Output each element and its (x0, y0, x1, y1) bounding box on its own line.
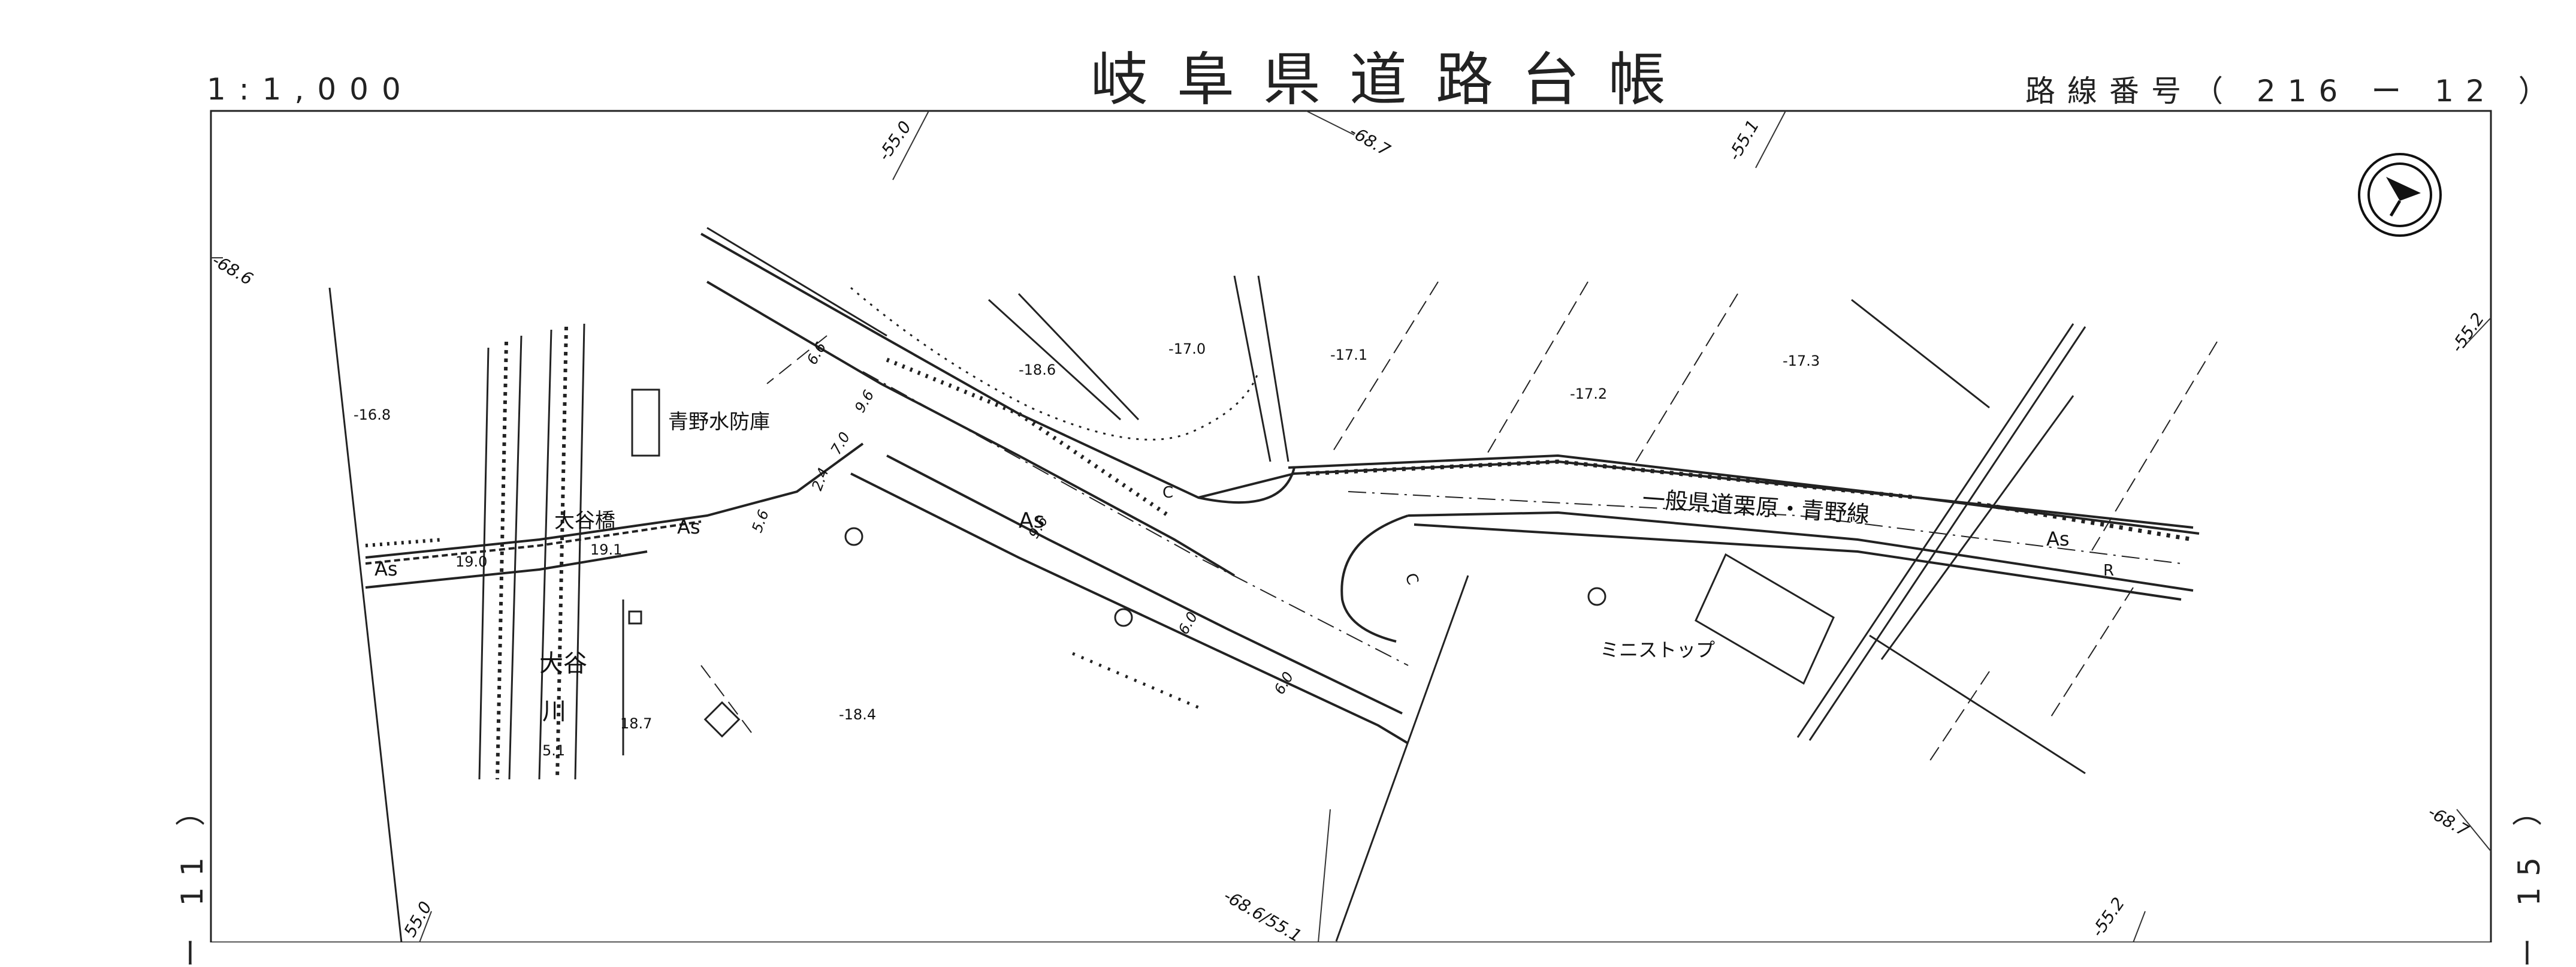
fence-line-east-2 (1977, 501, 2194, 542)
label-as-4: As (2046, 528, 2070, 550)
lot-line-5 (1335, 575, 1469, 942)
elevation-10: 19.1 (590, 541, 622, 558)
label-as-3: As (1019, 508, 1044, 533)
width-6: 6.0 (1271, 669, 1297, 697)
width-2: 9.6 (851, 387, 877, 415)
elevation-6: -17.3 (1783, 353, 1820, 369)
label-c-1: C (1162, 484, 1173, 502)
grid-label-6: 55.0 (400, 898, 436, 940)
elevation-5: -17.2 (1570, 385, 1607, 402)
road-edge-upper (700, 233, 2194, 529)
lot-line-7 (1017, 293, 1140, 421)
fence-line-east (1306, 459, 1918, 500)
road-edge-east-upper (1288, 454, 2200, 535)
scale-label: 1:1,000 (207, 72, 414, 107)
bridge-deck-south (365, 550, 648, 589)
grid-label-3: -55.1 (1724, 116, 1763, 164)
label-c-2: C (1401, 571, 1421, 587)
road-edge-east-lower-2 (1414, 523, 2182, 601)
elevation-8: 18.7 (620, 715, 652, 732)
river-bank-2 (508, 335, 523, 780)
elevation-7: -18.4 (839, 706, 876, 723)
cross-street-3 (1880, 395, 2074, 660)
corner-curve-1 (1198, 467, 1295, 504)
cross-street-2 (1808, 326, 2086, 741)
label-river-1: 大谷 (539, 650, 587, 677)
grid-label-7: -68.6/55.1 (1221, 885, 1305, 942)
store-building (1695, 553, 1835, 685)
label-road-name: 一般県道栗原・青野線 (1641, 486, 1870, 528)
grid-label-1: -55.0 (874, 118, 916, 164)
grid-label-4: -68.6 (209, 250, 256, 289)
elevation-9: 5.1 (542, 742, 565, 759)
road-ledger-map: 青野水防庫 大谷橋 大谷 川 一般県道栗原・青野線 ミニストップ As As A… (209, 110, 2492, 942)
fire-shed-building (631, 388, 660, 457)
road-edge-lower-2 (886, 454, 1403, 715)
bridge-rail (365, 520, 702, 565)
lot-line-1 (1851, 299, 1990, 409)
road-edge-upper-2 (706, 281, 1236, 577)
fence-line-west (365, 538, 444, 547)
road-edge-east-lower (1408, 511, 2194, 592)
route-number: 路線番号（ 216 ー 12 ） (2025, 74, 2560, 109)
lot-line-2 (1869, 634, 2086, 775)
label-as-1: As (375, 558, 398, 580)
label-r-mark: R (2103, 562, 2114, 580)
grid-label-5: -55.2 (2447, 309, 2489, 356)
elevation-11: 19.0 (455, 553, 487, 570)
river-bank-3 (538, 329, 552, 780)
label-bridge: 大谷橋 (554, 509, 615, 533)
river-bank-1 (478, 347, 490, 780)
corner-curve-2 (1340, 514, 1409, 643)
fence-line (886, 357, 1170, 517)
river-bank-4 (574, 323, 585, 780)
boundary-west (328, 287, 403, 942)
label-as-2: As (677, 516, 700, 538)
grid-label-2: -68.7 (1346, 121, 1394, 160)
map-title: 岐阜県道路台帳 (1091, 46, 1695, 113)
label-fire-shed: 青野水防庫 (668, 410, 770, 434)
label-store: ミニストップ (1600, 638, 1715, 661)
dotted-path (850, 287, 1260, 441)
elevation-2: -18.6 (1019, 362, 1056, 378)
lot-line-4 (1257, 275, 1289, 462)
elevation-3: -17.0 (1168, 341, 1206, 357)
width-1: 6.6 (804, 339, 829, 367)
road-edge-lower (850, 472, 1409, 745)
north-arrow-icon (2358, 153, 2442, 237)
cross-street-1 (1796, 323, 2074, 738)
label-river-2: 川 (542, 698, 566, 725)
bridge-deck-north (365, 442, 864, 559)
lot-line-8 (706, 227, 887, 337)
width-7: 5.6 (748, 508, 772, 535)
elevation-4: -17.1 (1330, 347, 1367, 363)
grid-label-8: -55.2 (2088, 894, 2129, 941)
elevation-1: -16.8 (354, 406, 391, 423)
grid-label-9: -68.7 (2425, 802, 2472, 841)
map-frame (210, 110, 2492, 942)
lot-line-6 (987, 299, 1122, 421)
fence-line-south (1072, 652, 1199, 709)
lot-line-3 (1233, 275, 1272, 462)
